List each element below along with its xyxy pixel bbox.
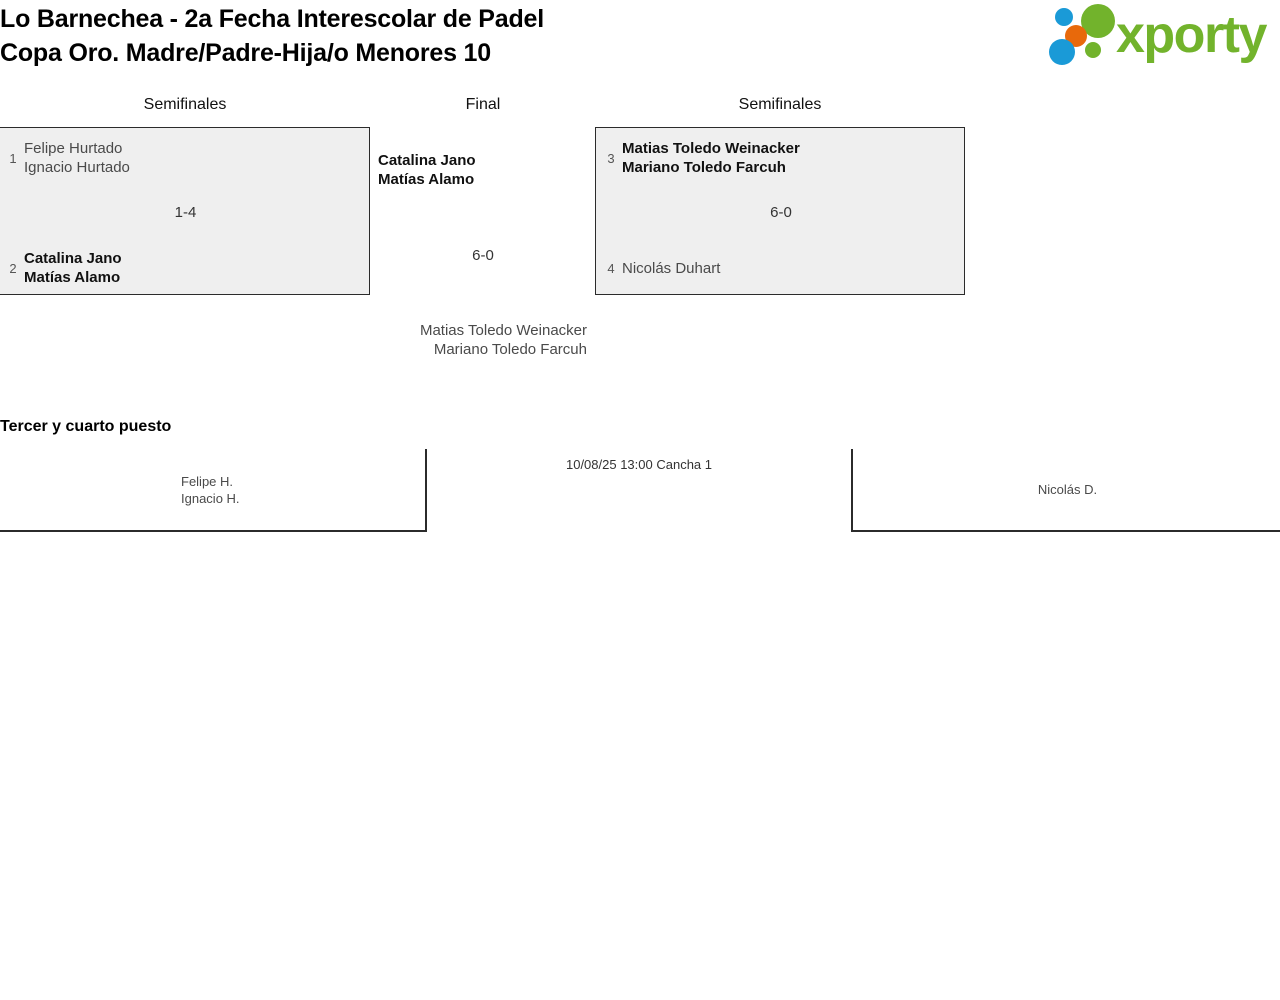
- seed-number: 4: [607, 261, 615, 276]
- player-name: Catalina Jano: [378, 152, 476, 169]
- match-team-bottom[interactable]: 4 Nicolás Duhart: [600, 259, 720, 278]
- team-names: Catalina Jano Matías Alamo: [24, 249, 122, 287]
- player-name: Mariano Toledo Farcuh: [433, 341, 587, 358]
- page-title-line-2: Copa Oro. Madre/Padre-Hija/o Menores 10: [0, 39, 491, 67]
- final-team-runnerup[interactable]: Matias Toledo Weinacker Mariano Toledo F…: [347, 321, 587, 359]
- final-team-winner[interactable]: Catalina Jano Matías Alamo: [378, 151, 476, 189]
- round-header-semifinals-right: Semifinales: [738, 96, 822, 113]
- match-team-top[interactable]: 1 Felipe Hurtado Ignacio Hurtado: [2, 139, 130, 177]
- match-team-bottom[interactable]: 2 Catalina Jano Matías Alamo: [2, 249, 122, 287]
- third-place-team-left[interactable]: Felipe H. Ignacio H.: [0, 449, 427, 532]
- logo-dots-icon: [1049, 4, 1115, 65]
- seed-number: 2: [9, 260, 17, 276]
- player-name: Mariano Toledo Farcuh: [622, 159, 786, 176]
- round-header-final: Final: [465, 96, 501, 113]
- player-name: Nicolás D.: [1037, 482, 1098, 497]
- player-name: Nicolás Duhart: [622, 260, 721, 277]
- team-names: Matias Toledo Weinacker Mariano Toledo F…: [622, 139, 800, 177]
- logo-wordmark: xporty: [1116, 6, 1267, 64]
- match-semifinal-2[interactable]: 3 Matias Toledo Weinacker Mariano Toledo…: [595, 127, 965, 295]
- player-name: Matias Toledo Weinacker: [622, 140, 800, 157]
- player-name: Matías Alamo: [378, 171, 475, 188]
- xporty-logo[interactable]: xporty: [1048, 4, 1276, 68]
- match-score: 6-0: [770, 204, 792, 221]
- player-name: Felipe H.: [181, 474, 234, 489]
- third-place-team-right[interactable]: Nicolás D.: [851, 449, 1280, 532]
- player-name: Felipe Hurtado: [24, 140, 123, 157]
- third-place-title: Tercer y cuarto puesto: [0, 418, 172, 435]
- team-names: Felipe Hurtado Ignacio Hurtado: [24, 139, 130, 177]
- match-team-top[interactable]: 3 Matias Toledo Weinacker Mariano Toledo…: [600, 139, 800, 177]
- player-name: Ignacio Hurtado: [24, 159, 130, 176]
- seed-number: 3: [607, 150, 615, 166]
- seed-number: 1: [9, 150, 17, 166]
- page-header: Lo Barnechea - 2a Fecha Interescolar de …: [0, 0, 1280, 78]
- player-name: Matías Alamo: [24, 269, 121, 286]
- match-semifinal-1[interactable]: 1 Felipe Hurtado Ignacio Hurtado 1-4 2 C…: [0, 127, 370, 295]
- player-name: Catalina Jano: [24, 250, 122, 267]
- match-score: 1-4: [174, 204, 197, 221]
- page-title: Lo Barnechea - 2a Fecha Interescolar de …: [0, 2, 544, 70]
- player-name: Ignacio H.: [181, 491, 240, 506]
- team-names: Felipe H. Ignacio H.: [181, 473, 240, 507]
- third-place-match-meta: 10/08/25 13:00 Cancha 1: [565, 457, 712, 472]
- final-score: 6-0: [472, 247, 494, 264]
- player-name: Matias Toledo Weinacker: [419, 322, 587, 339]
- round-header-semifinals-left: Semifinales: [143, 96, 227, 113]
- page-title-line-1: Lo Barnechea - 2a Fecha Interescolar de …: [0, 5, 545, 33]
- team-names: Nicolás Duhart: [622, 259, 720, 278]
